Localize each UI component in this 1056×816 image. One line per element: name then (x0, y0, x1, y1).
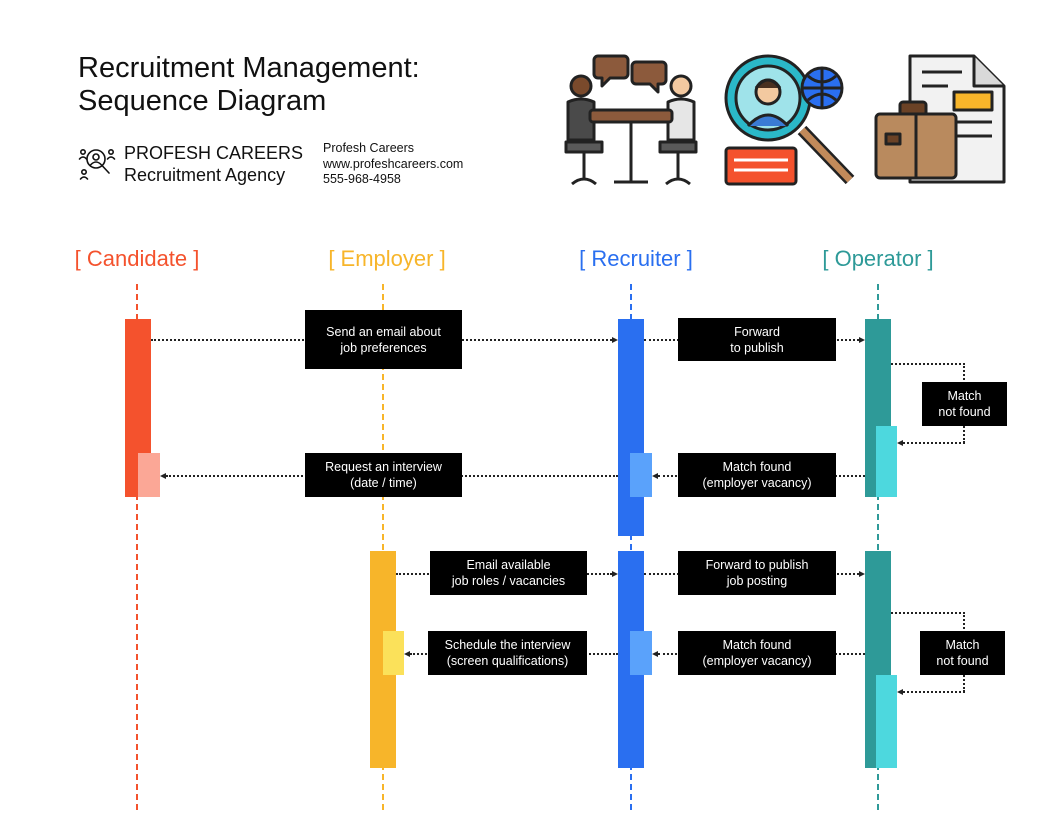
actor-employer: [ Employer ] (328, 246, 446, 271)
activation-operator-self-2 (876, 675, 897, 768)
activation-employer-reply (383, 631, 404, 675)
brand-line-2: Recruitment Agency (124, 165, 286, 185)
lifeline-candidate (136, 284, 138, 810)
activation-recruiter-reply-2 (630, 631, 652, 675)
brand-name: PROFESH CAREERS Recruitment Agency (124, 142, 303, 186)
message-label: Forward to publish job posting (678, 551, 836, 595)
lifeline-operator (877, 284, 879, 810)
title-line-2: Sequence Diagram (78, 85, 327, 117)
recruitment-agency-logo-icon (78, 149, 116, 180)
arrow-head-right (859, 336, 865, 343)
arrow-head-left (404, 650, 410, 657)
activation-recruiter-reply-1 (630, 453, 652, 497)
message-label: Match not found (922, 382, 1007, 426)
message-arrow-line (891, 363, 965, 365)
actor-candidate: [ Candidate ] (74, 246, 200, 271)
meeting-icon (564, 54, 698, 186)
contact-website: www.profeshcareers.com (323, 156, 464, 171)
arrow-head-right (859, 570, 865, 577)
actor-operator: [ Operator ] (822, 246, 934, 271)
message-arrow-line (891, 612, 965, 614)
message-label: Request an interview (date / time) (305, 453, 462, 497)
message-label: Match not found (920, 631, 1005, 675)
activation-recruiter-1 (618, 319, 644, 536)
contact-name: Profesh Careers (323, 141, 415, 155)
contact-info: Profesh Careers www.profeshcareers.com 5… (323, 141, 463, 188)
message-label: Send an email about job preferences (305, 310, 462, 369)
arrow-head-left (160, 472, 166, 479)
arrow-head-right (612, 336, 618, 343)
title-line-1: Recruitment Management: (78, 52, 420, 84)
lifeline-employer (382, 284, 384, 810)
actor-recruiter: [ Recruiter ] (579, 246, 693, 271)
activation-candidate-reply (138, 453, 160, 497)
arrow-head-left (897, 688, 903, 695)
arrow-head-right (612, 570, 618, 577)
arrow-head-left (652, 650, 658, 657)
page-title: Recruitment Management: Sequence Diagram (78, 52, 420, 118)
message-label: Forward to publish (678, 318, 836, 361)
brand-line-1: PROFESH CAREERS (124, 143, 304, 163)
message-label: Schedule the interview (screen qualifica… (428, 631, 587, 675)
lifeline-recruiter (630, 284, 632, 810)
message-arrow-line (903, 691, 965, 693)
arrow-head-left (897, 439, 903, 446)
message-label: Match found (employer vacancy) (678, 631, 836, 675)
message-arrow-line (903, 442, 965, 444)
message-label: Match found (employer vacancy) (678, 453, 836, 497)
message-label: Email available job roles / vacancies (430, 551, 587, 595)
contact-phone: 555-968-4958 (323, 172, 401, 186)
job-documents-icon (874, 54, 1006, 184)
arrow-head-left (652, 472, 658, 479)
candidate-search-icon (724, 54, 855, 186)
activation-operator-self-1 (876, 426, 897, 497)
